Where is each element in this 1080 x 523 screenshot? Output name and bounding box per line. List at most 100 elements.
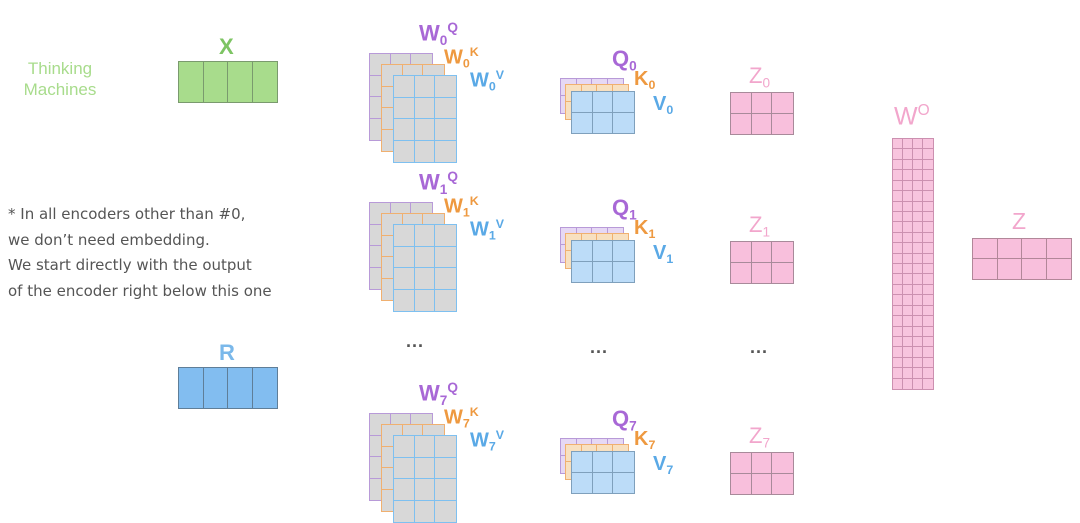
matrix-cell <box>772 453 793 474</box>
matrix-cell <box>903 222 913 233</box>
matrix-cell <box>772 474 793 495</box>
matrix-cell <box>204 368 228 408</box>
matrix-cell <box>923 327 933 337</box>
z-base: Z <box>749 423 763 448</box>
matrix-cell <box>893 211 903 223</box>
wv-sup: V <box>495 68 505 82</box>
matrix-cell <box>253 62 278 102</box>
matrix-cell <box>613 452 634 473</box>
matrix-cell <box>394 119 415 141</box>
q-label: Q7 <box>612 408 637 433</box>
matrix-cell <box>593 112 614 133</box>
matrix-cell <box>903 170 913 181</box>
matrix-cell <box>572 92 593 113</box>
matrix-cell <box>923 233 933 244</box>
matrix-cell <box>179 368 204 408</box>
matrix-cell <box>772 114 793 135</box>
matrix-cell <box>903 378 913 389</box>
matrix-cell <box>903 159 913 171</box>
matrix-cell <box>772 263 793 284</box>
head-index: 7 <box>462 416 470 431</box>
matrix-cell <box>923 306 933 317</box>
wo-matrix <box>892 138 934 390</box>
matrix-cell <box>903 253 913 264</box>
matrix-cell <box>592 92 614 113</box>
matrix-cell <box>913 305 923 317</box>
matrix-cell <box>751 453 773 474</box>
matrix-cell <box>913 264 923 275</box>
wq-sup: Q <box>447 169 458 184</box>
matrix-cell <box>613 473 634 494</box>
matrix-cell <box>893 222 903 233</box>
matrix-cell <box>394 268 415 290</box>
head-index: 7 <box>666 462 674 477</box>
matrix-cell <box>903 264 913 275</box>
matrix-cell <box>772 93 793 114</box>
matrix-cell <box>893 378 903 389</box>
z-label: Z0 <box>749 65 770 90</box>
matrix-cell <box>572 472 593 493</box>
wk-label: W1K <box>444 195 479 219</box>
matrix-cell <box>913 368 923 379</box>
matrix-cell <box>893 149 903 160</box>
matrix-cell <box>923 139 933 150</box>
z-output-label: Z <box>1012 208 1027 234</box>
matrix-cell <box>731 473 752 494</box>
matrix-cell <box>903 316 913 327</box>
matrix-cell <box>913 316 923 327</box>
note-line-4: of the encoder right below this one <box>8 281 272 300</box>
matrix-cell <box>923 222 933 233</box>
note-line-2: we don’t need embedding. <box>8 230 210 249</box>
matrix-cell <box>414 457 436 479</box>
matrix-cell <box>913 201 923 212</box>
matrix-cell <box>998 259 1022 279</box>
matrix-cell <box>394 76 415 98</box>
matrix-cell <box>435 247 456 268</box>
matrix-cell <box>731 242 752 263</box>
matrix-cell <box>913 159 923 171</box>
wk-label: W7K <box>444 406 479 430</box>
matrix-cell <box>923 191 933 202</box>
matrix-cell <box>923 181 933 192</box>
matrix-cell <box>592 452 614 473</box>
head-index: 7 <box>629 418 637 434</box>
head-index: 0 <box>629 58 637 74</box>
matrix-cell <box>923 202 933 212</box>
matrix-cell <box>903 295 913 306</box>
matrix-cell <box>913 149 923 160</box>
matrix-cell <box>731 113 752 134</box>
k-label: K7 <box>634 429 655 451</box>
v-matrix <box>571 451 635 494</box>
matrix-cell <box>973 259 998 279</box>
wk-sup: K <box>469 405 479 419</box>
matrix-cell <box>435 98 456 119</box>
k-base: K <box>634 68 649 90</box>
input-sentence: Thinking Machines <box>14 58 106 100</box>
wv-sup: V <box>495 217 505 231</box>
matrix-cell <box>923 295 933 306</box>
matrix-cell <box>913 326 923 337</box>
wv-label: W1V <box>470 218 504 242</box>
z-output-matrix <box>972 238 1072 280</box>
matrix-cell <box>593 261 614 282</box>
matrix-cell <box>435 76 456 98</box>
matrix-cell <box>913 357 923 369</box>
matrix-cell <box>572 261 593 282</box>
matrix-cell <box>903 274 913 285</box>
matrix-cell <box>913 243 923 254</box>
q-label: Q0 <box>612 48 637 73</box>
matrix-cell <box>435 290 456 312</box>
matrix-cell <box>903 149 913 160</box>
matrix-cell <box>752 262 773 283</box>
v-base: V <box>653 242 667 264</box>
wk-base: W <box>444 46 463 69</box>
matrix-cell <box>923 379 933 389</box>
wq-sup: Q <box>447 380 458 395</box>
matrix-cell <box>204 62 228 102</box>
matrix-cell <box>179 62 204 102</box>
matrix-cell <box>414 76 436 98</box>
wk-sup: K <box>469 45 479 59</box>
matrix-cell <box>893 347 903 358</box>
v-label: V0 <box>653 94 673 116</box>
matrix-cell <box>893 326 903 337</box>
